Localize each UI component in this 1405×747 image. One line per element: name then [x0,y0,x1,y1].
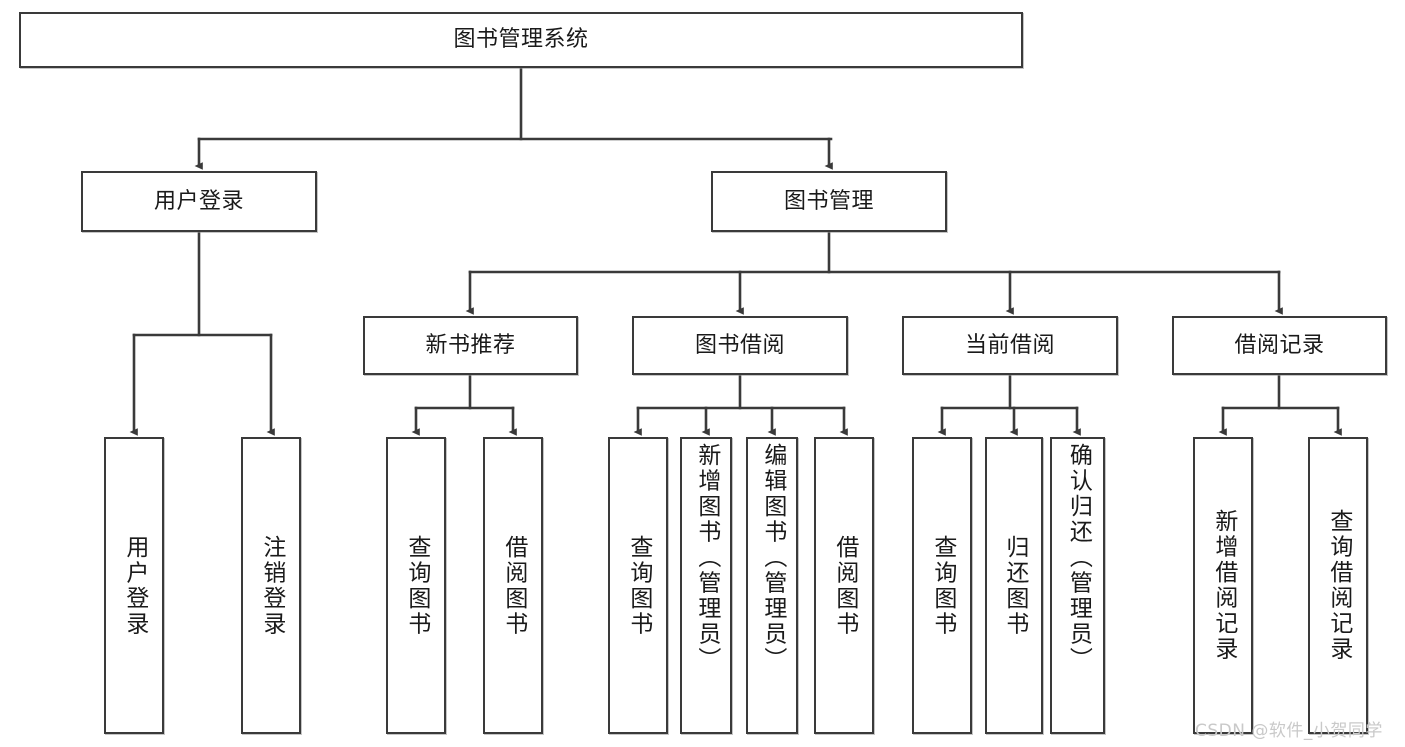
node-leaf-borrow-book[interactable]: 借阅图书 [814,437,874,734]
node-leaf-user-login[interactable]: 用户登录 [104,437,164,734]
node-book-manage-label: 图书管理 [783,188,874,214]
node-user-login[interactable]: 用户登录 [81,171,317,232]
node-leaf-edit-book-admin-label: 编辑图书（管理员） [759,443,786,673]
node-leaf-user-logout[interactable]: 注销登录 [241,437,301,734]
node-user-login-label: 用户登录 [153,188,244,214]
node-root-label: 图书管理系统 [453,27,589,52]
node-root[interactable]: 图书管理系统 [19,12,1023,68]
node-borrow-record[interactable]: 借阅记录 [1172,316,1387,375]
csdn-watermark: CSDN @软件_小贺同学 [1195,721,1383,741]
node-leaf-return-book-label: 归还图书 [1001,534,1028,637]
node-new-book-recommend[interactable]: 新书推荐 [363,316,578,375]
node-leaf-return-book[interactable]: 归还图书 [985,437,1043,734]
node-leaf-add-book-admin[interactable]: 新增图书（管理员） [680,437,732,734]
node-current-borrow[interactable]: 当前借阅 [902,316,1118,375]
node-leaf-query-book-current-label: 查询图书 [929,534,956,637]
node-leaf-query-book-recommend[interactable]: 查询图书 [386,437,446,734]
node-leaf-add-borrow-record-label: 新增借阅记录 [1210,509,1237,662]
node-leaf-query-book-borrow-label: 查询图书 [625,534,652,637]
node-new-book-recommend-label: 新书推荐 [425,332,516,358]
node-leaf-borrow-book-recommend[interactable]: 借阅图书 [483,437,543,734]
node-leaf-query-book-recommend-label: 查询图书 [403,534,430,637]
node-leaf-add-book-admin-label: 新增图书（管理员） [693,443,720,673]
node-leaf-confirm-return-admin-label: 确认归还（管理员） [1065,443,1092,673]
node-leaf-add-borrow-record[interactable]: 新增借阅记录 [1193,437,1253,734]
node-leaf-edit-book-admin[interactable]: 编辑图书（管理员） [746,437,798,734]
node-leaf-query-book-borrow[interactable]: 查询图书 [608,437,668,734]
node-book-borrow-label: 图书借阅 [694,332,785,358]
node-borrow-record-label: 借阅记录 [1234,332,1325,358]
node-current-borrow-label: 当前借阅 [964,332,1055,358]
node-leaf-query-borrow-record[interactable]: 查询借阅记录 [1308,437,1368,734]
node-leaf-query-book-current[interactable]: 查询图书 [912,437,972,734]
node-book-manage[interactable]: 图书管理 [711,171,947,232]
node-leaf-borrow-book-label: 借阅图书 [831,534,858,637]
node-leaf-user-login-label: 用户登录 [121,534,148,637]
node-book-borrow[interactable]: 图书借阅 [632,316,848,375]
node-leaf-user-logout-label: 注销登录 [258,534,285,637]
node-leaf-query-borrow-record-label: 查询借阅记录 [1325,509,1352,662]
node-leaf-confirm-return-admin[interactable]: 确认归还（管理员） [1050,437,1105,734]
node-leaf-borrow-book-recommend-label: 借阅图书 [500,534,527,637]
